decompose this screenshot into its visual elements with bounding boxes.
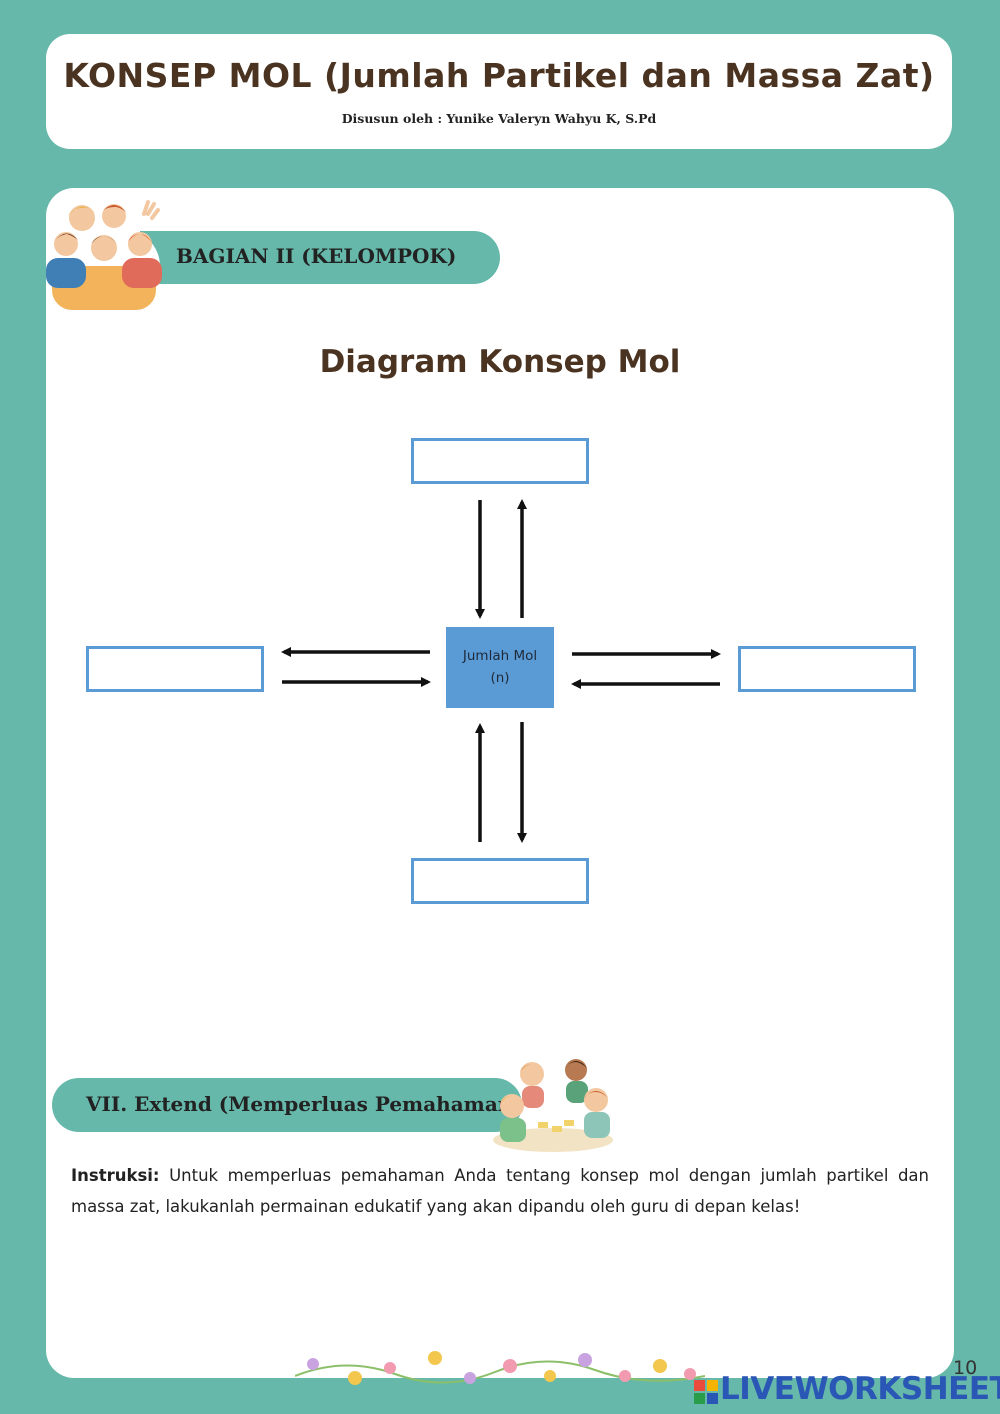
diagram-title: Diagram Konsep Mol	[319, 344, 681, 380]
center-mol-label: Jumlah Mol	[462, 648, 538, 664]
section-banner	[140, 231, 500, 284]
center-mol-box: Jumlah Mol (n)	[446, 627, 554, 708]
main-card	[46, 188, 954, 1378]
answer-box-top[interactable]	[411, 438, 589, 484]
page-title: KONSEP MOL (Jumlah Partikel dan Massa Za…	[63, 56, 935, 95]
liveworksheets-logo-icon	[694, 1380, 718, 1404]
extend-label: VII. Extend (Memperluas Pemahaman)	[86, 1092, 522, 1116]
answer-box-right[interactable]	[738, 646, 916, 692]
instruction-label: Instruksi:	[71, 1166, 160, 1185]
kids-playing-illustration	[493, 1059, 613, 1152]
header-card: KONSEP MOL (Jumlah Partikel dan Massa Za…	[46, 34, 952, 149]
answer-box-left[interactable]	[86, 646, 264, 692]
flower-garland-decoration	[295, 1351, 705, 1385]
extend-banner	[52, 1078, 522, 1132]
instruction-paragraph: Instruksi: Untuk memperluas pemahaman An…	[71, 1160, 929, 1222]
answer-box-bottom[interactable]	[411, 858, 589, 904]
section-label: BAGIAN II (KELOMPOK)	[176, 244, 457, 268]
liveworksheets-brand[interactable]: LIVEWORKSHEETS	[720, 1371, 1000, 1407]
group-people-illustration	[46, 200, 162, 310]
center-mol-symbol: (n)	[490, 670, 510, 686]
instruction-text: Untuk memperluas pemahaman Anda tentang …	[71, 1166, 929, 1216]
page-author: Disusun oleh : Yunike Valeryn Wahyu K, S…	[341, 111, 657, 126]
page-number: 10	[953, 1357, 978, 1379]
